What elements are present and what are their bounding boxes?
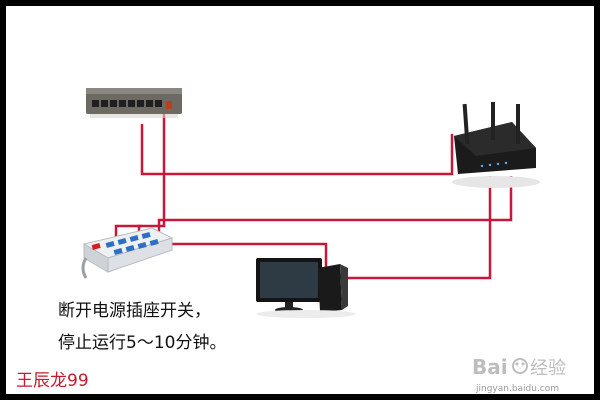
cable-router-to-computer — [340, 176, 492, 280]
cable-strip-to-router-power — [157, 176, 513, 239]
watermark-url: jingyan.baidu.com — [476, 384, 560, 394]
svg-text:经验: 经验 — [530, 358, 566, 379]
author-signature: 王辰龙99 — [16, 371, 89, 391]
network-switch — [86, 88, 182, 118]
desktop-computer — [256, 258, 356, 318]
cable-switch-to-router — [140, 124, 454, 176]
cables — [114, 114, 513, 280]
connection-diagram — [81, 88, 540, 318]
cable-strip-to-computer — [149, 242, 328, 270]
instruction-line-1: 断开电源插座开关， — [58, 301, 211, 321]
baidu-jingyan-watermark: Bai 经验 — [472, 355, 566, 379]
wireless-router — [452, 102, 540, 188]
instruction-line-2: 停止运行5～10分钟。 — [58, 333, 227, 353]
svg-text:Bai: Bai — [472, 355, 508, 379]
power-strip — [81, 227, 174, 279]
